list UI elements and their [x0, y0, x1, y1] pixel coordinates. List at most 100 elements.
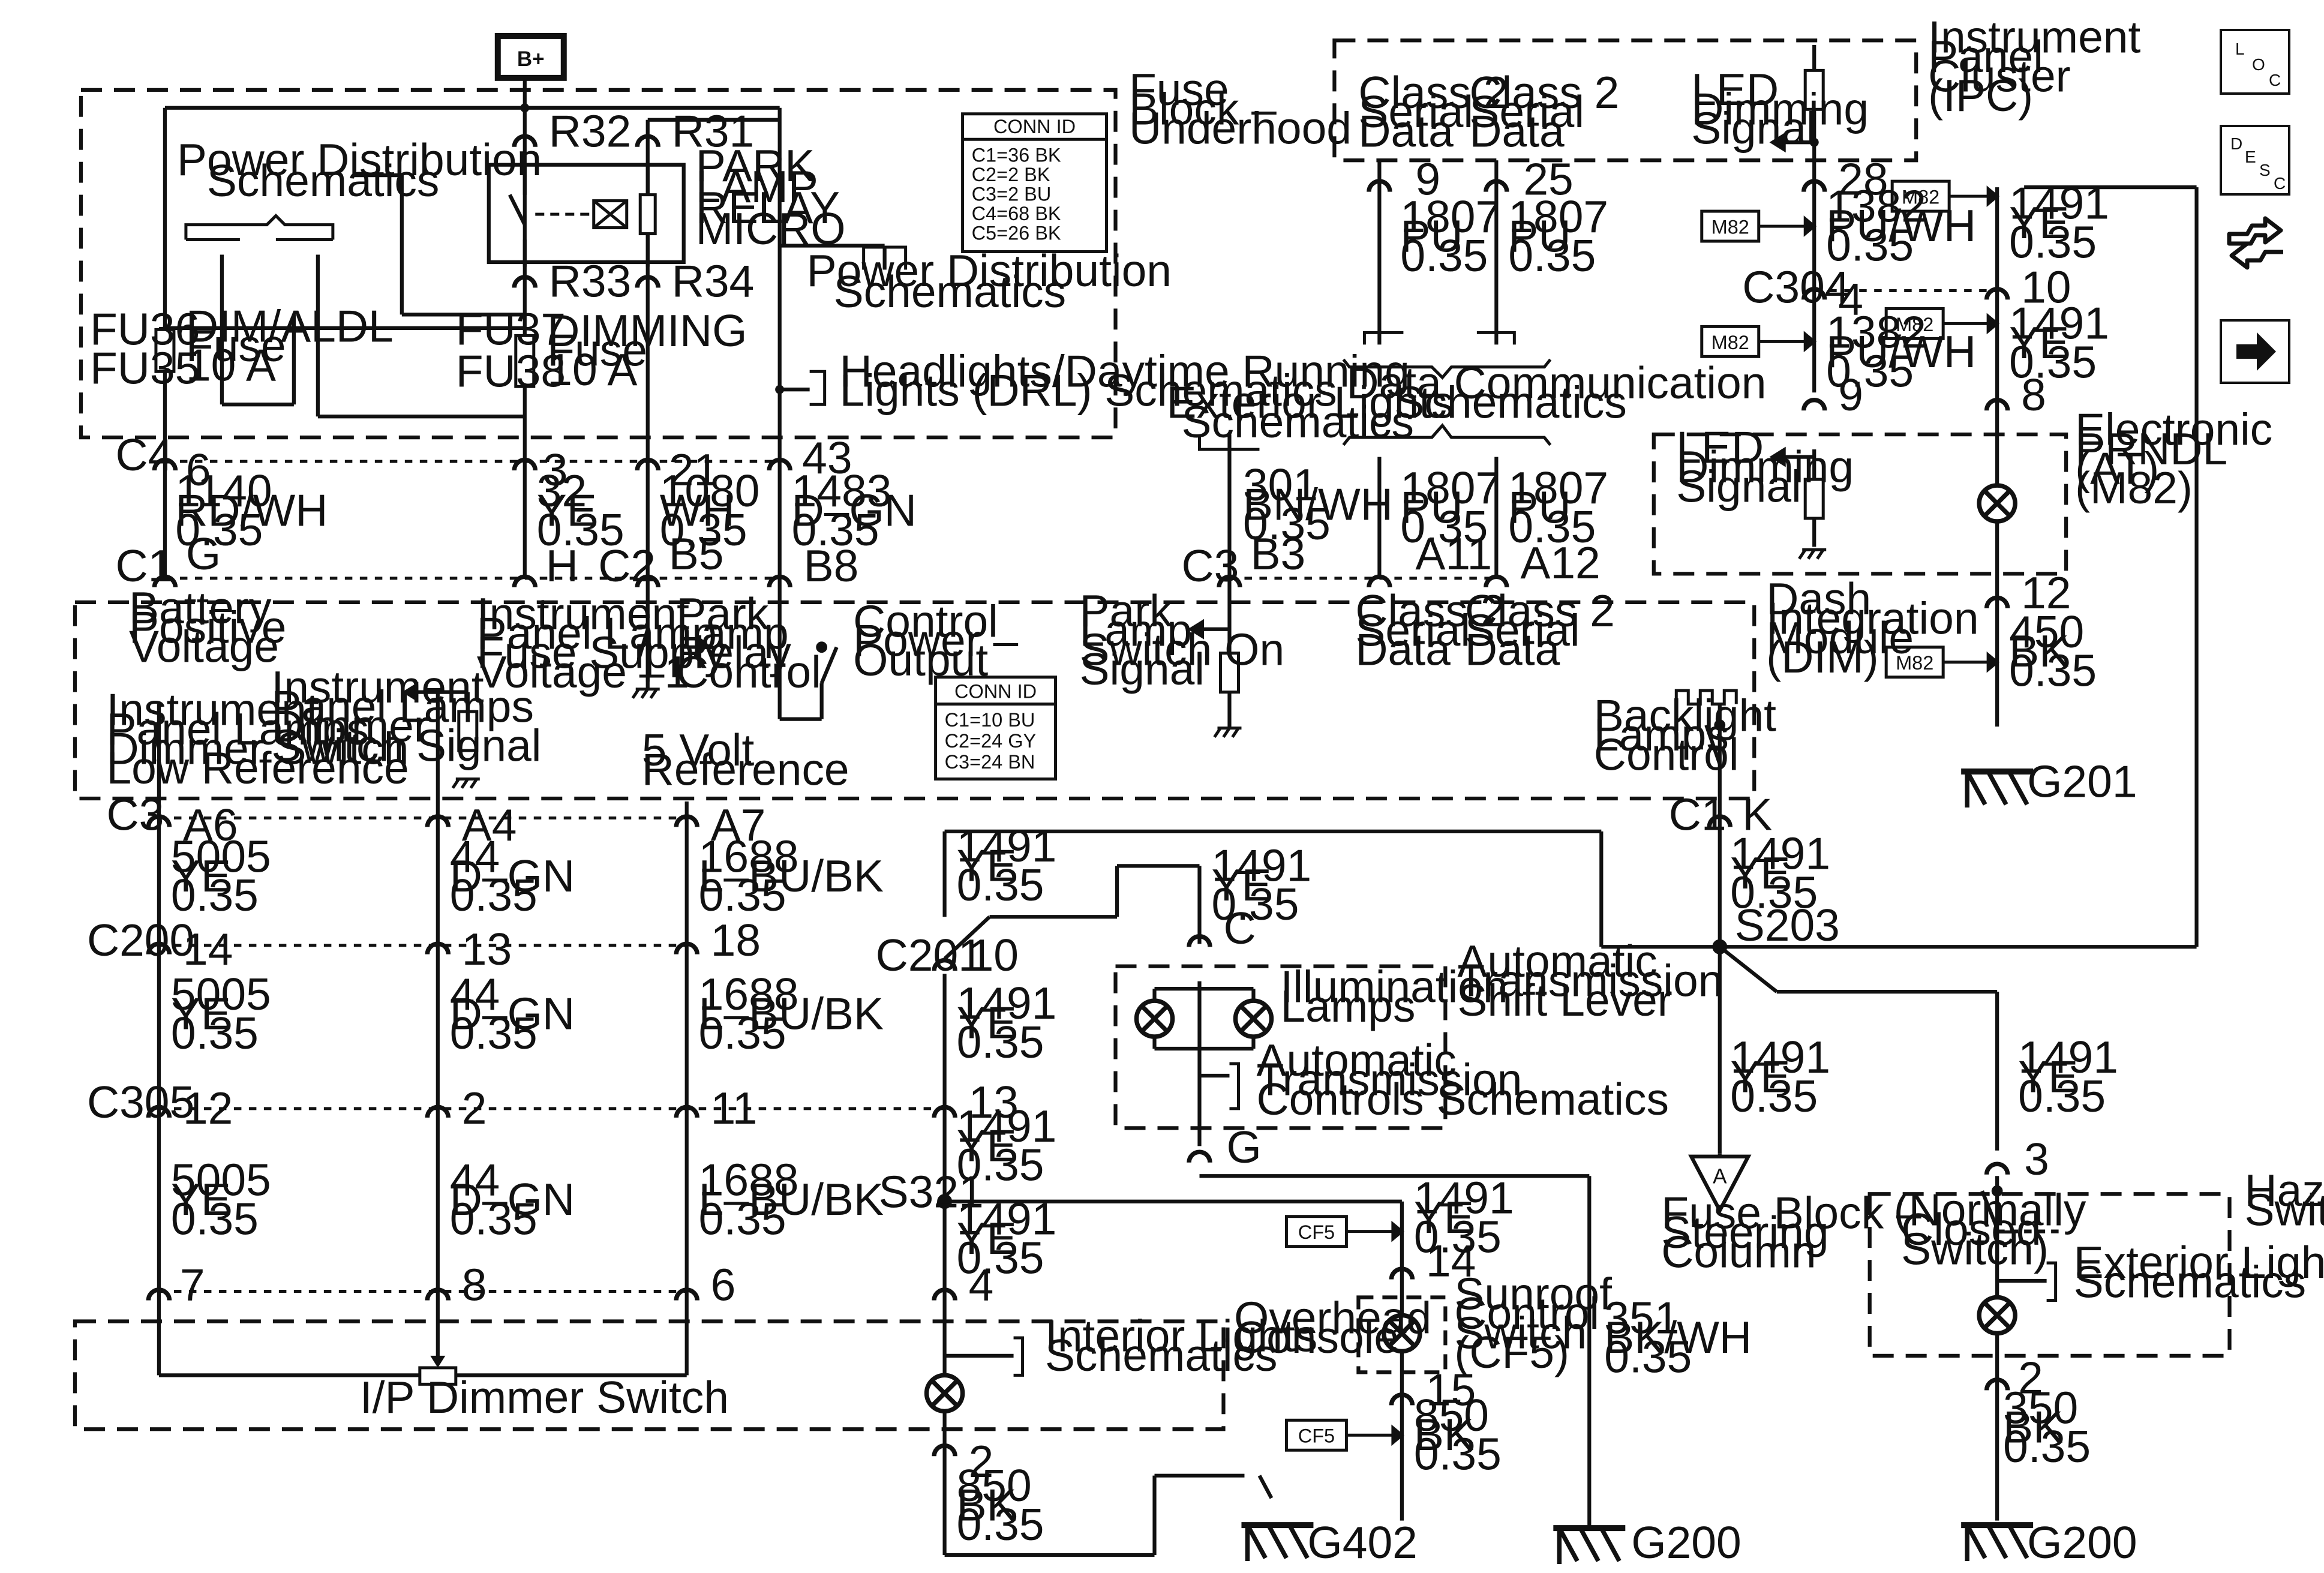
fuse-block-title: FuseBlock –Underhood — [1129, 64, 1352, 154]
sunroof-label: SunroofControlSwitch(CF5) — [1454, 1269, 1612, 1377]
conn-c201: C201 — [876, 930, 983, 980]
conn-id-fuse-row-3: C3=2 BU — [972, 184, 1052, 205]
pin-a7: A7 — [711, 800, 766, 850]
fuse-dimming-label: DIMMINGFuse10 A — [547, 305, 747, 395]
pin-3-hazard: 3 — [2024, 1134, 2049, 1184]
m82-tag-2-label: M82 — [1712, 217, 1749, 238]
desc-button[interactable]: D E S C — [2220, 125, 2290, 196]
shift-lever-illum: IlluminationLamps — [1280, 962, 1508, 1031]
fu38-label: FU38 — [456, 346, 566, 396]
pin-14: 14 — [183, 924, 233, 974]
m82-tag-1-label: M82 — [1902, 187, 1939, 208]
overhead-title: OverheadConsole — [1234, 1292, 1431, 1362]
fuse-dimming — [514, 334, 536, 388]
pin-9-ipc: 9 — [1415, 154, 1440, 205]
ground-g201-label: G201 — [2027, 757, 2137, 807]
shift-lever-title: AutomaticTransmissionShift Lever — [1457, 936, 1723, 1025]
wire-1688-a: 1688L–BU/BK0.35 — [699, 831, 884, 920]
conn-s203: S203 — [1735, 900, 1840, 950]
m82-tag-5-label: M82 — [1896, 652, 1933, 674]
pin-3: 3 — [543, 445, 568, 495]
next-arrow-button[interactable] — [2220, 319, 2290, 384]
switch-symbols — [636, 628, 2062, 1499]
pin-7: 7 — [180, 1260, 205, 1310]
pin-4-c304: 4 — [1838, 274, 1863, 324]
dimmer-signal-resistor — [457, 710, 479, 752]
conn-c2: C2 — [598, 541, 656, 591]
pin-c: C — [1223, 903, 1256, 953]
conn-id-fuse-row-5: C5=26 BK — [972, 223, 1061, 244]
wire-350: 350BK0.35 — [2003, 1382, 2091, 1472]
fu35-label: FU35 — [90, 343, 200, 393]
m82-tag-4-label: M82 — [1712, 332, 1749, 353]
prndl-lamp — [1979, 485, 2015, 521]
pin-a11: A11 — [1415, 529, 1492, 579]
dim-low-ref: InstrumentPanel LampsDimmer SwitchLow Re… — [106, 685, 409, 793]
offpage-a-label: A — [1713, 1165, 1727, 1188]
pin-8-b: 8 — [2021, 370, 2046, 420]
relay-resistor — [638, 193, 657, 236]
wire-5005-b: 5005YE0.35 — [171, 969, 271, 1058]
prndl-resistor — [1803, 478, 1825, 520]
pin-13-c305: 13 — [969, 1077, 1019, 1127]
ipc-title: InstrumentPanelCluster(IPC) — [1928, 11, 2140, 120]
pin-13: 13 — [462, 924, 512, 974]
reference-brackets — [184, 214, 2058, 1377]
ground-g200-b-label: G200 — [2027, 1517, 2137, 1568]
pin-9-b: 9 — [1838, 370, 1863, 420]
wiper-arrow — [430, 1355, 446, 1368]
relay-label: PARKLAMPRELAYMICRO — [696, 140, 846, 254]
wire-1080: 1080WH0.35 — [660, 466, 760, 555]
tag-arrows — [402, 132, 2000, 1446]
desc-d: D — [2230, 134, 2243, 153]
dim-ctrl-power: ControlPower –Output — [853, 596, 1018, 685]
fuse-dim-aldl-label: DIM/ALDLFuse10 A — [186, 301, 394, 390]
m82-tag-1 — [1890, 179, 1951, 213]
hazard-exterior-ref: Exterior LightsSchematics — [2074, 1237, 2324, 1307]
loc-c: C — [2269, 71, 2281, 89]
splice-s203 — [1712, 939, 1728, 954]
cf5-tag-2-label: CF5 — [1298, 1425, 1335, 1447]
wire-1491-a: 1491YE0.35 — [957, 821, 1057, 910]
conn-id-fuse-title: CONN ID — [993, 116, 1076, 137]
desc-c: C — [2274, 174, 2286, 193]
ground-g200-a-label: G200 — [1631, 1517, 1741, 1568]
pin-28: 28 — [1838, 154, 1888, 205]
dim-battery: BatteryPositiveVoltage — [129, 583, 287, 672]
pin-2-c305: 2 — [462, 1083, 487, 1133]
dim-park-relay-ctrl: ParkLampRelayControl — [676, 589, 821, 697]
illumination-lamp-1 — [1137, 1001, 1173, 1037]
conn-s321: S321 — [879, 1167, 984, 1217]
dim-park-switch: ParkLampSwitch OnSignal — [1080, 586, 1285, 694]
cf5-tag-1-label: CF5 — [1298, 1221, 1335, 1243]
connector-icon-button[interactable] — [2223, 210, 2290, 276]
splice-s321 — [937, 1194, 953, 1209]
wire-5005-c: 5005YE0.35 — [171, 1155, 271, 1244]
fuse-block-steering: Fuse Block –SteeringColumn — [1661, 1188, 1921, 1277]
desc-e: E — [2245, 148, 2256, 166]
fu36-label: FU36 — [90, 304, 200, 354]
ground-g201 — [1961, 772, 2033, 807]
prndl-box — [1652, 433, 2068, 576]
pin-15-sunroof: 15 — [1426, 1364, 1476, 1415]
fu37-label: FU37 — [456, 304, 566, 354]
conn-id-fuse-row-4: C4=68 BK — [972, 203, 1061, 224]
pin-r33: R33 — [549, 256, 632, 306]
wire-301: 301BN/WH0.35 — [1243, 460, 1393, 549]
b-plus-label: B+ — [517, 47, 545, 71]
junction-2 — [775, 385, 785, 394]
wire-1140: 1140RD/WH0.35 — [175, 466, 328, 555]
wire-44-c: 44D–GN0.35 — [450, 1155, 575, 1244]
wire-1491-d: 1491YE0.35 — [957, 1194, 1057, 1283]
pin-g-shift: G — [1226, 1122, 1261, 1172]
arrow-right-icon — [2236, 332, 2276, 371]
ipc-led-dimming: LEDDimmingSignal — [1691, 64, 1869, 154]
wire-850-b: 850BK0.35 — [957, 1460, 1044, 1550]
ipc-serial-1: Class 2SerialData — [1358, 67, 1508, 157]
loc-button[interactable]: L O C — [2220, 29, 2290, 95]
offpage-a-triangle — [1688, 1154, 1752, 1215]
conn-c1: C1 — [115, 541, 173, 591]
dim-ipl-supply: InstrumentPanel LampFuse SupplyVoltage –… — [477, 589, 727, 697]
junction-3 — [1809, 137, 1819, 147]
wire-1491-c: 1491YE0.35 — [957, 1101, 1057, 1190]
